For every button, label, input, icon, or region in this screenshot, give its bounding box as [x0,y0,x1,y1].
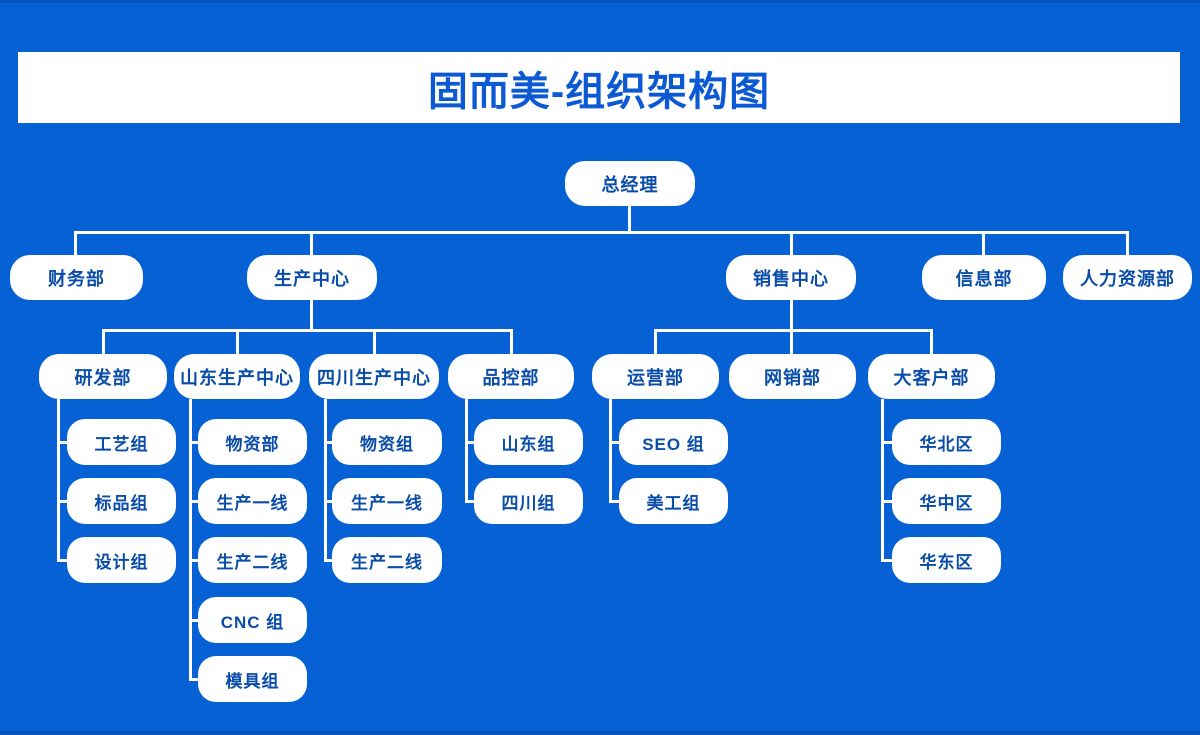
connector-sales-spine [654,329,933,332]
connector-production-spine [102,329,513,332]
connector-stub [881,441,892,444]
org-node-hr-dept: 人力资源部 [1063,255,1192,300]
org-node-materials-dept: 物资部 [198,419,307,465]
org-node-quality-control-dept: 品控部 [448,354,574,399]
connector-stub [881,500,892,503]
connector-drop-production [310,231,313,255]
connector-rnd-hang [57,399,60,562]
page-title: 固而美-组织架构图 [427,69,771,114]
connector-stub [189,500,198,503]
connector-drop-finance [74,231,77,255]
org-node-sichuan-production-center: 四川生产中心 [309,354,439,399]
connector-key-accounts-hang [881,399,884,562]
org-node-shandong-production-line-2: 生产二线 [198,537,307,583]
connector-stub [189,678,198,681]
connector-drop-hr [1126,231,1129,255]
org-node-seo-group: SEO 组 [619,419,728,465]
org-node-standard-product-group: 标品组 [67,478,176,524]
connector-operations-hang [609,399,612,503]
connector-drop-sales [790,231,793,255]
org-node-mold-group: 模具组 [198,656,307,702]
top-edge-strip [0,0,1200,3]
connector-stub [189,441,198,444]
connector-stub [881,559,892,562]
connector-stub [609,500,619,503]
connector-stub [189,619,198,622]
org-node-art-group: 美工组 [619,478,728,524]
connector-drop-online-sales [790,329,793,354]
org-node-operations-dept: 运营部 [592,354,719,399]
org-node-cnc-group: CNC 组 [198,597,307,643]
org-node-information-dept: 信息部 [922,255,1046,300]
org-node-online-sales-dept: 网销部 [729,354,856,399]
org-node-design-group: 设计组 [67,537,176,583]
connector-qc-hang [465,399,468,503]
org-node-production-center: 生产中心 [247,255,377,300]
connector-production-down [310,300,313,329]
connector-sichuan-hang [324,399,327,562]
connector-drop-qc [510,329,513,354]
connector-root-drop [628,206,631,232]
org-node-key-accounts-dept: 大客户部 [868,354,995,399]
connector-drop-key-accounts [930,329,933,354]
title-banner: 固而美-组织架构图 [18,52,1180,123]
connector-stub [465,441,474,444]
org-node-central-china-region: 华中区 [892,478,1001,524]
connector-stub [324,500,332,503]
org-node-craft-group: 工艺组 [67,419,176,465]
connector-sales-down [790,300,793,329]
org-node-shandong-group: 山东组 [474,419,583,465]
connector-drop-shandong-center [236,329,239,354]
connector-stub [57,500,67,503]
connector-stub [324,441,332,444]
org-node-shandong-production-line-1: 生产一线 [198,478,307,524]
org-node-sichuan-group: 四川组 [474,478,583,524]
connector-shandong-hang [189,399,192,681]
org-node-finance-dept: 财务部 [10,255,143,300]
org-node-rnd-dept: 研发部 [39,354,167,399]
connector-drop-rnd [102,329,105,354]
connector-stub [465,500,474,503]
bottom-edge-strip [0,731,1200,735]
connector-stub [609,441,619,444]
org-node-sichuan-production-line-2: 生产二线 [332,537,442,583]
connector-drop-information [982,231,985,255]
connector-stub [57,441,67,444]
org-node-general-manager: 总经理 [565,161,695,206]
connector-drop-operations [654,329,657,354]
org-node-north-china-region: 华北区 [892,419,1001,465]
org-node-shandong-production-center: 山东生产中心 [174,354,300,399]
connector-main-spine [74,231,1129,234]
connector-drop-sichuan-center [373,329,376,354]
connector-stub [57,559,67,562]
org-node-sichuan-production-line-1: 生产一线 [332,478,442,524]
connector-stub [189,559,198,562]
org-node-materials-group: 物资组 [332,419,442,465]
org-node-east-china-region: 华东区 [892,537,1001,583]
connector-stub [324,559,332,562]
org-node-sales-center: 销售中心 [726,255,856,300]
